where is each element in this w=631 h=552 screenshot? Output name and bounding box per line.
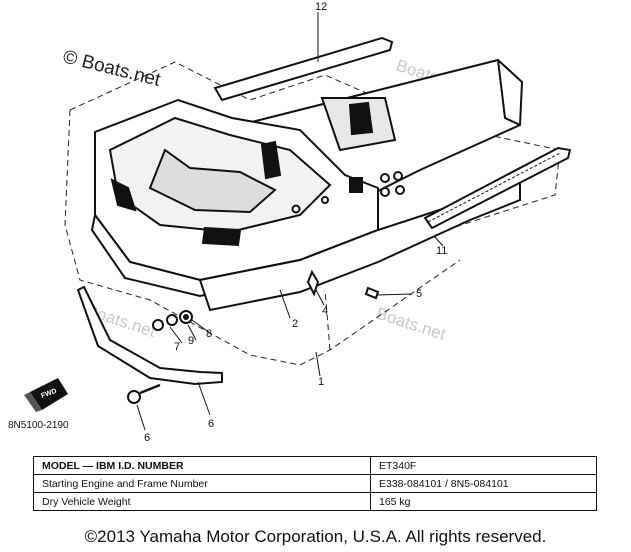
table-cell-value: 165 kg [370,492,597,511]
fwd-arrow-icon: FWD [24,378,68,412]
watermark-main: © Boats.net [61,46,163,91]
washer-nut-parts [152,310,211,344]
callout-6: 6 [208,418,214,430]
callout-9: 8 [206,328,212,340]
bolt-part [127,383,161,431]
side-strip-part [423,146,572,247]
table-cell-label: Starting Engine and Frame Number [33,474,371,493]
diagram-code: 8N5100-2190 [8,420,69,431]
callout-2: 2 [292,318,298,330]
table-cell-value: ET340F [370,456,597,475]
frame-body [90,58,524,312]
callout-5: 5 [416,288,422,300]
spec-table: MODEL — IBM I.D. NUMBER ET340F Starting … [33,456,597,511]
clip-part [306,269,325,306]
callout-4: 4 [322,305,328,317]
leader-lines [279,289,321,377]
callout-11: 11 [436,245,447,257]
callout-1: 1 [318,376,324,388]
table-cell-label: MODEL — IBM I.D. NUMBER [33,456,371,475]
copyright-notice: ©2013 Yamaha Motor Corporation, U.S.A. A… [84,527,547,546]
trim-strip-part [213,12,394,102]
bumper-part [76,285,223,416]
table-row: MODEL — IBM I.D. NUMBER ET340F [33,456,597,475]
table-row: Dry Vehicle Weight 165 kg [33,492,597,511]
screw-part [364,286,413,300]
callout-7: 6 [144,432,150,444]
callout-10: 9 [188,335,194,347]
watermark-faint: Boats.net [374,304,448,344]
callout-8: 7 [174,341,180,353]
table-row: Starting Engine and Frame Number E338-08… [33,474,597,493]
table-cell-value: E338-084101 / 8N5-084101 [370,474,597,493]
table-cell-label: Dry Vehicle Weight [33,492,371,511]
callout-12: 12 [315,1,327,13]
